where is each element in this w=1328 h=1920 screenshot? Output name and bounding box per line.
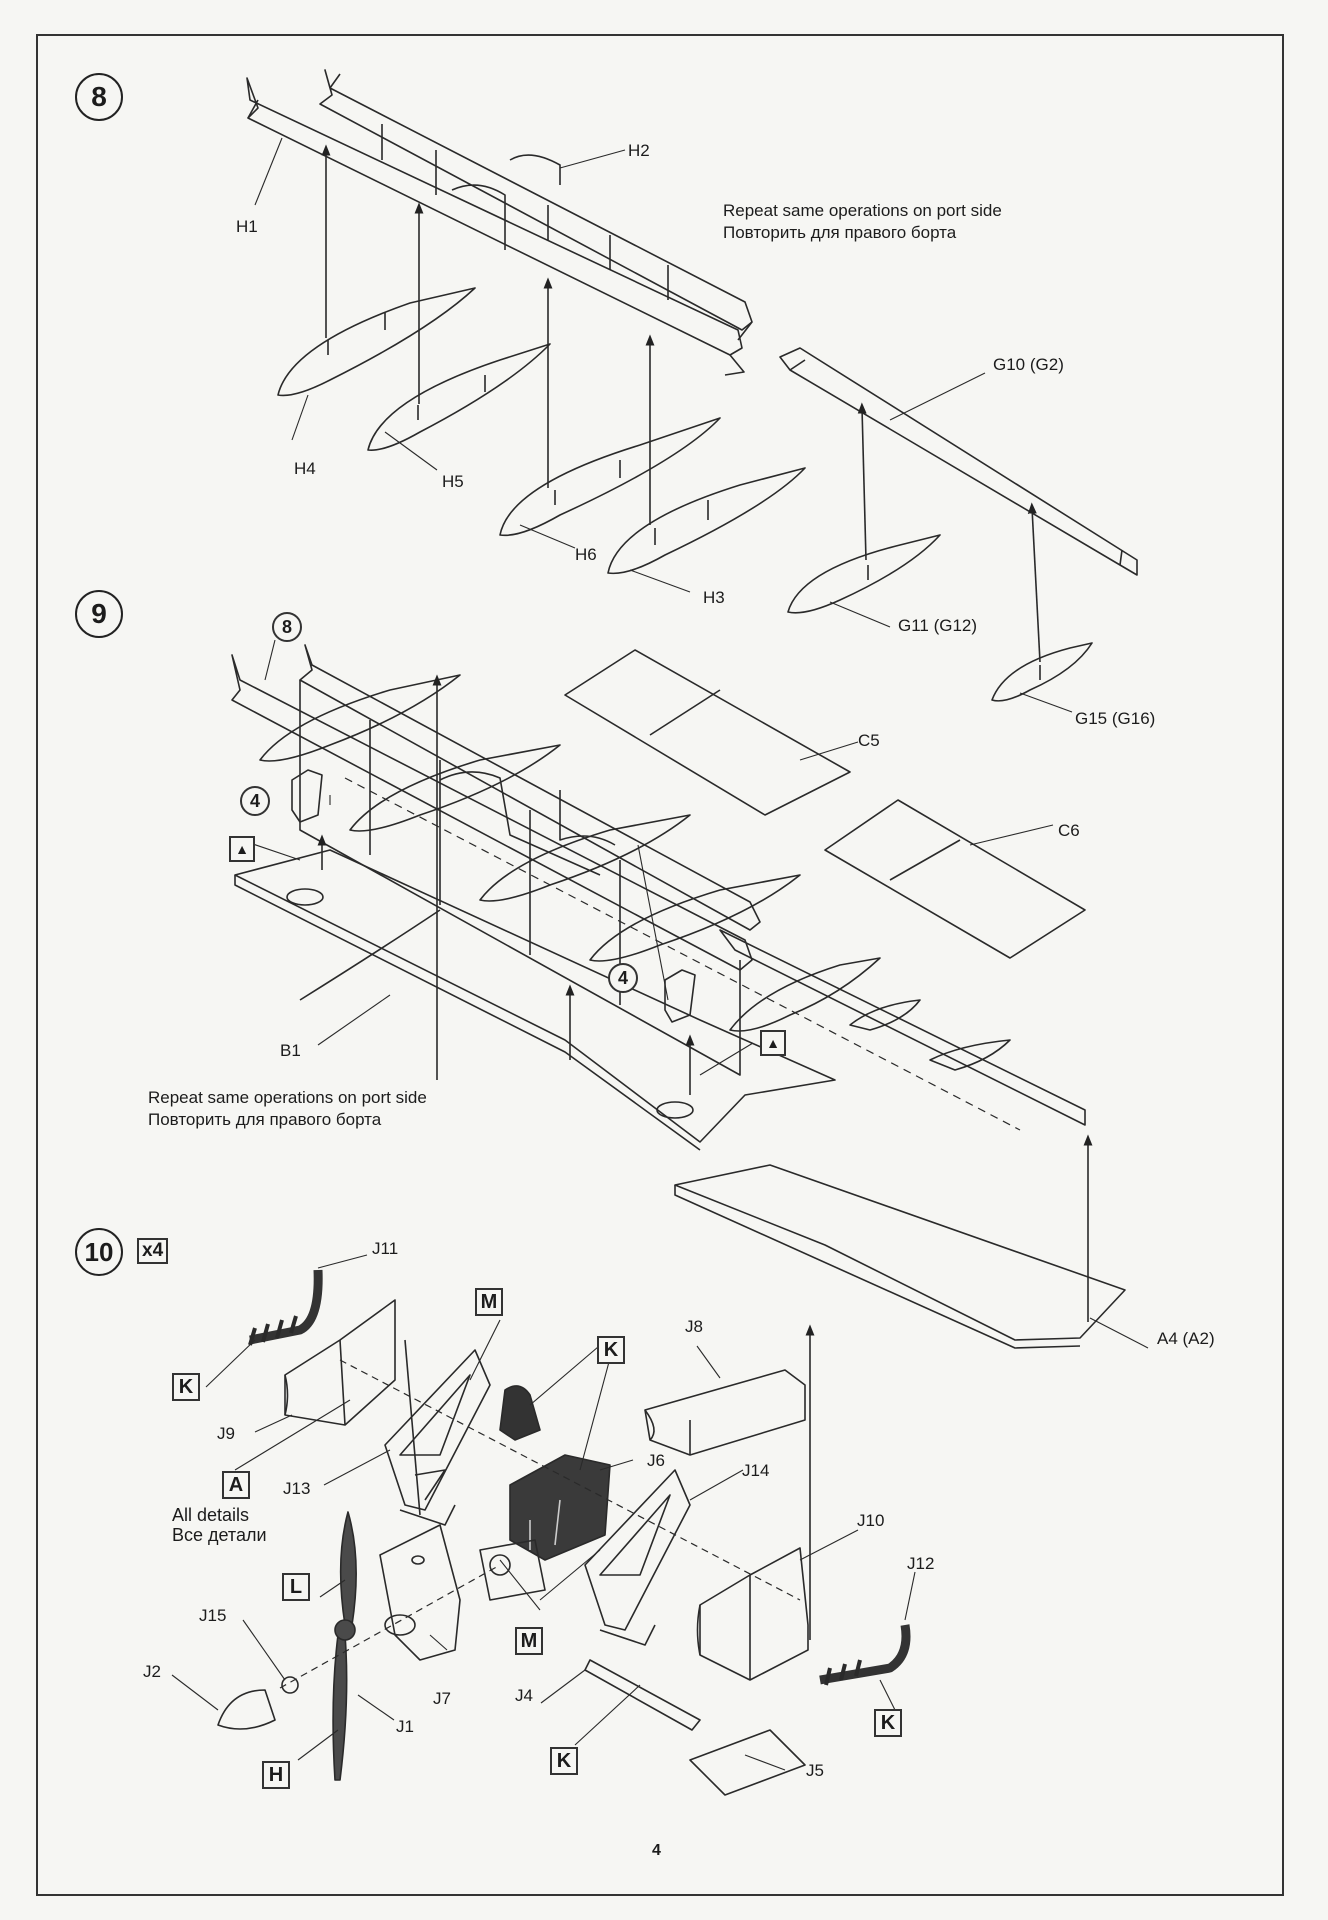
label-j11: J11	[372, 1239, 399, 1258]
label-c5: C5	[858, 731, 880, 750]
color-code-k: K	[874, 1709, 902, 1737]
part-j1	[339, 1511, 357, 1626]
label-j10: J10	[857, 1511, 885, 1530]
label-j4: J4	[515, 1686, 533, 1705]
glue-drop-icon: ▲	[760, 1030, 786, 1056]
part-j2	[217, 1689, 276, 1730]
color-code-h: H	[262, 1761, 290, 1789]
label-g15: G15 (G16)	[1075, 709, 1156, 728]
part-h2	[319, 69, 753, 331]
label-h3: H3	[703, 588, 725, 607]
glue-drop-icon: ▲	[229, 836, 255, 862]
part-j12	[819, 1624, 911, 1685]
part-h4	[277, 287, 476, 397]
step9-drawing	[231, 644, 1126, 1349]
step-10-number: 10	[84, 1236, 114, 1267]
step-8-number: 8	[91, 81, 107, 112]
label-h1: H1	[236, 217, 258, 236]
part-h3	[607, 467, 806, 575]
note-repeat-step9: Repeat same operations on port side Повт…	[148, 1087, 427, 1131]
label-j13: J13	[283, 1479, 311, 1498]
label-g11: G11 (G12)	[898, 616, 978, 635]
part-c5	[564, 649, 851, 816]
part-c6	[824, 799, 1086, 959]
label-j12: J12	[907, 1554, 935, 1573]
part-g11	[787, 534, 941, 614]
ref-subassembly-4: 4	[240, 786, 270, 816]
label-g10: G10 (G2)	[993, 355, 1064, 374]
note-all-details-ru: Все детали	[172, 1525, 267, 1545]
label-b1: B1	[280, 1041, 301, 1060]
color-code-k: K	[172, 1373, 200, 1401]
color-code-m: M	[515, 1627, 543, 1655]
part-j7	[379, 1524, 461, 1661]
part-g15	[991, 642, 1093, 702]
part-j4	[584, 1659, 701, 1731]
part-j11	[249, 1269, 323, 1345]
page-number: 4	[652, 1842, 661, 1859]
color-code-a: A	[222, 1471, 250, 1499]
label-j1: J1	[396, 1717, 414, 1736]
part-j6	[509, 1454, 611, 1561]
part-h6	[499, 417, 721, 537]
part-a4	[674, 1164, 1126, 1341]
step8-drawing	[246, 69, 1138, 702]
part-j14	[584, 1469, 691, 1631]
page-frame	[36, 34, 1284, 1896]
label-j15: J15	[199, 1606, 227, 1625]
label-c6: C6	[1058, 821, 1080, 840]
step-9-badge: 9	[75, 590, 123, 638]
label-h6: H6	[575, 545, 597, 564]
label-j6: J6	[647, 1451, 665, 1470]
note-all-details-en: All details	[172, 1505, 250, 1525]
color-code-k: K	[597, 1336, 625, 1364]
label-h2: H2	[628, 141, 650, 160]
step-9-number: 9	[91, 598, 107, 629]
part-j15	[281, 1676, 299, 1694]
step10-drawing	[217, 1269, 911, 1796]
part-g10	[779, 347, 1138, 576]
leader-lines	[171, 137, 1149, 1771]
ref-subassembly-8: 8	[272, 612, 302, 642]
color-code-l: L	[282, 1573, 310, 1601]
color-code-m: M	[475, 1288, 503, 1316]
part-h1	[246, 77, 743, 356]
step-8-badge: 8	[75, 73, 123, 121]
ref-subassembly-4: 4	[608, 963, 638, 993]
part-j5	[689, 1729, 806, 1796]
note-all-details: All details Все детали	[172, 1505, 267, 1545]
label-h5: H5	[442, 472, 464, 491]
note-repeat-ru: Повторить для правого борта	[148, 1110, 382, 1129]
part-j8	[644, 1369, 806, 1456]
note-repeat-en: Repeat same operations on port side	[723, 201, 1002, 220]
label-j2: J2	[143, 1662, 161, 1681]
note-repeat-ru: Повторить для правого борта	[723, 223, 957, 242]
part-h5	[367, 343, 551, 451]
label-j8: J8	[685, 1317, 703, 1336]
label-j7: J7	[433, 1689, 451, 1708]
label-j9: J9	[217, 1424, 235, 1443]
label-h4: H4	[294, 459, 316, 478]
note-repeat-step8: Repeat same operations on port side Повт…	[723, 200, 1002, 244]
label-j14: J14	[742, 1461, 770, 1480]
note-repeat-en: Repeat same operations on port side	[148, 1088, 427, 1107]
label-a4: A4 (A2)	[1157, 1329, 1215, 1348]
part-b1	[234, 849, 836, 1143]
part-j13	[384, 1349, 491, 1511]
color-code-k: K	[550, 1747, 578, 1775]
label-j5: J5	[806, 1761, 824, 1780]
part-j10	[699, 1547, 809, 1681]
step-10-multiplier: x4	[137, 1238, 169, 1264]
step-10-badge: 10	[75, 1228, 123, 1276]
